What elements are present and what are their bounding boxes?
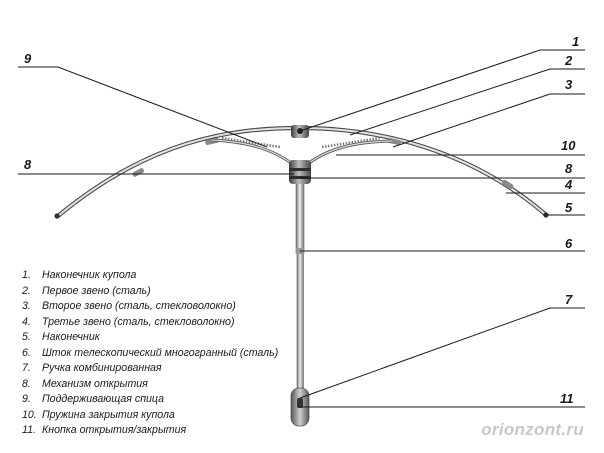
callout-4: 4 bbox=[564, 177, 573, 192]
telescopic-shaft bbox=[295, 179, 305, 393]
opening-mechanism bbox=[289, 160, 311, 184]
callout-numbers: 1 2 3 10 8 4 5 6 7 11 9 8 bbox=[24, 34, 579, 406]
rib-tip-left bbox=[54, 213, 60, 219]
callout-3: 3 bbox=[565, 77, 573, 92]
callout-10: 10 bbox=[561, 138, 576, 153]
legend-item: 10.Пружина закрытия купола bbox=[22, 408, 175, 421]
callout-11: 11 bbox=[560, 391, 574, 406]
callout-8-left: 8 bbox=[24, 157, 32, 172]
support-stretchers bbox=[211, 136, 393, 168]
callout-8-right: 8 bbox=[565, 161, 573, 176]
legend-item: 1.Наконечник купола bbox=[22, 269, 137, 281]
callout-lines bbox=[18, 49, 585, 408]
legend-item: 6.Шток телескопический многогранный (ста… bbox=[22, 346, 279, 359]
watermark: orionzont.ru bbox=[481, 420, 584, 439]
legend-item: 5.Наконечник bbox=[22, 331, 100, 343]
callout-6: 6 bbox=[565, 236, 573, 251]
canopy-crown bbox=[291, 125, 309, 138]
parts-legend: 1.Наконечник купола 2.Первое звено (стал… bbox=[22, 268, 278, 439]
legend-item: 11.Кнопка открытия/закрытия bbox=[22, 424, 187, 436]
callout-5: 5 bbox=[565, 200, 573, 215]
callout-9: 9 bbox=[24, 51, 32, 66]
legend-item: 2.Первое звено (сталь) bbox=[22, 284, 151, 297]
legend-item: 8.Механизм открытия bbox=[22, 377, 148, 390]
legend-item: 4.Третье звено (сталь, стекловолокно) bbox=[22, 315, 235, 328]
callout-7: 7 bbox=[565, 292, 573, 307]
callout-1: 1 bbox=[572, 34, 579, 49]
legend-item: 7.Ручка комбинированная bbox=[22, 362, 162, 374]
legend-item: 3.Второе звено (сталь, стекловолокно) bbox=[22, 300, 236, 312]
legend-item: 9.Поддерживающая спица bbox=[22, 393, 164, 405]
callout-2: 2 bbox=[564, 53, 573, 68]
